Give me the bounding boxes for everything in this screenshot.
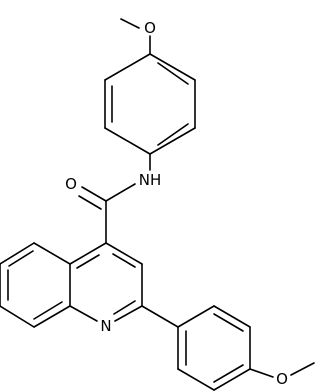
bond-pyridine-inner-1 [112, 253, 136, 268]
bond-bottom-ring-inner-1 [213, 313, 244, 332]
bond-benzo-a [33, 242, 71, 265]
bond-lines [0, 18, 315, 391]
methoxy-oxygen-top: O [144, 19, 156, 37]
bond-top-ring-a [104, 53, 151, 81]
bond-top-ring-c [104, 127, 151, 155]
bond-bottom-ring-e [177, 368, 215, 391]
amide-nitrogen: NH [139, 171, 162, 189]
bond-bottom-ring-a [177, 305, 215, 328]
atom-labels: O NH O N O [65, 19, 288, 388]
bond-benzo-e [33, 305, 71, 328]
bond-ring-o-bottom [249, 368, 274, 378]
bond-pyridine-c [114, 305, 143, 322]
bond-benzo-d [0, 305, 35, 328]
bond-top-ring-f [149, 53, 196, 81]
bond-carbonyl-o-1 [81, 186, 107, 202]
bond-benzo-inner-1 [8, 250, 34, 267]
bond-pyridine-d [69, 305, 98, 322]
bond-methyl-o-top [120, 18, 140, 29]
quinoline-nitrogen: N [100, 317, 111, 335]
bond-pyridine-inner-2 [113, 300, 136, 315]
bond-pyridine-inner-3 [76, 254, 100, 269]
bond-carbonyl-o-2 [78, 195, 102, 210]
bond-top-ring-inner-3 [157, 62, 189, 85]
bond-o-methyl-bottom [290, 362, 315, 376]
bond-pyridine-f [69, 242, 107, 265]
bond-top-ring-d [149, 127, 196, 155]
bond-benzo-b [0, 242, 35, 265]
bond-benzo-inner-3 [33, 301, 63, 320]
bond-bottom-ring-d [213, 368, 251, 391]
bond-top-ring-inner-2 [157, 123, 189, 146]
methoxy-oxygen-bottom: O [276, 370, 288, 388]
bond-bottom-ring-inner-2 [213, 364, 244, 383]
bond-nh-carbonyl [105, 183, 136, 202]
bond-pyridine-a [105, 242, 143, 265]
carbonyl-oxygen: O [65, 175, 77, 193]
bond-bottom-ring-b [213, 305, 251, 328]
bond-quinoline-anisyl [141, 305, 179, 328]
